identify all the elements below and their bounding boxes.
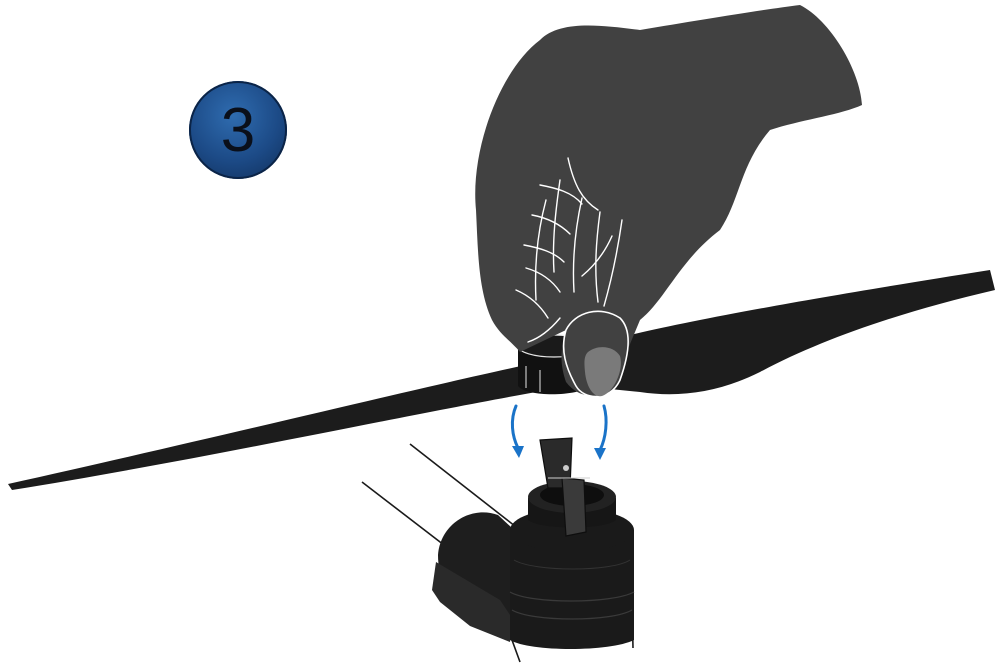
motor-icon xyxy=(509,437,635,649)
install-arrows-icon xyxy=(510,404,608,452)
hand-icon xyxy=(475,5,862,398)
step-number: 3 xyxy=(220,96,256,165)
arm-bracket xyxy=(432,512,512,642)
arrow-heads xyxy=(512,446,606,460)
step-badge: 3 xyxy=(189,81,287,179)
